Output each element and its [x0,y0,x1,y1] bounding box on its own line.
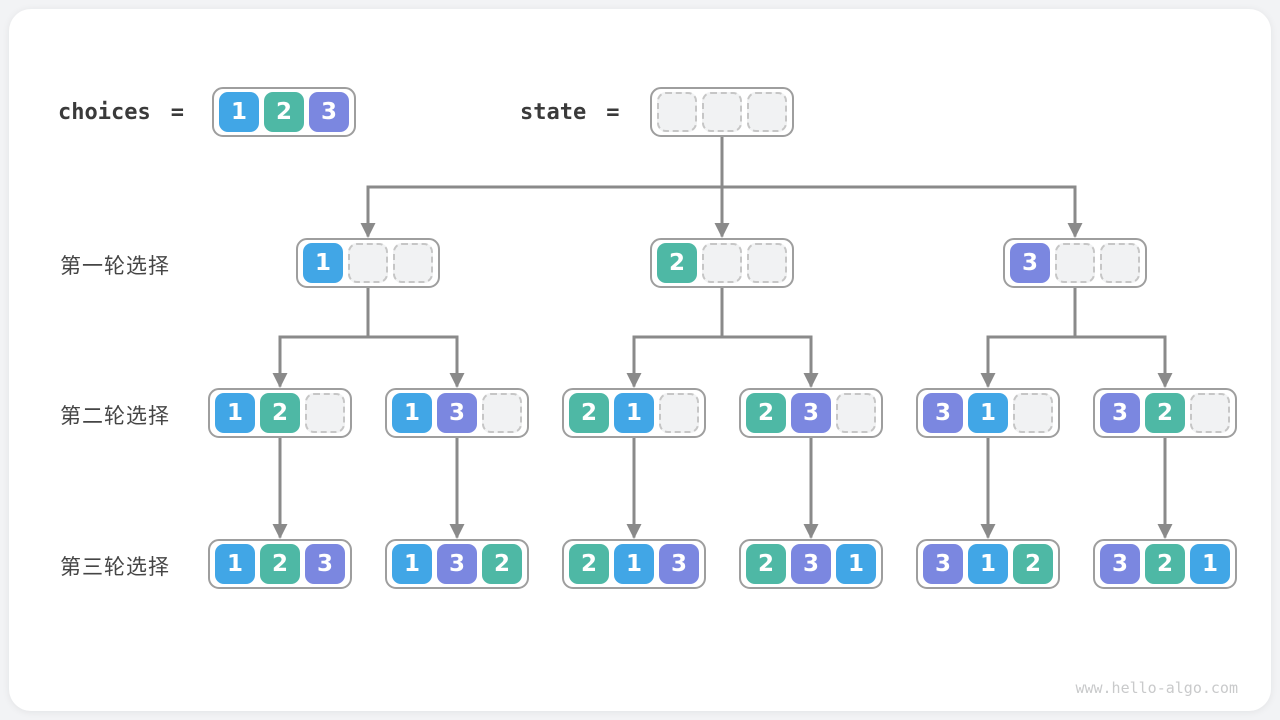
round-1-label: 第一轮选择 [60,255,170,278]
state-cell: 1 [303,243,343,283]
state-cell: 2 [657,243,697,283]
state-cell [348,243,388,283]
equals-sign: = [606,99,620,125]
choices-cell: 3 [309,92,349,132]
watermark: www.hello-algo.com [1075,679,1238,697]
state-node-321: 3 2 1 [1093,539,1237,589]
state-cell: 1 [215,393,255,433]
state-cell [747,243,787,283]
state-cell [393,243,433,283]
state-cell: 2 [260,393,300,433]
state-cell: 2 [1145,544,1185,584]
state-cell: 1 [968,544,1008,584]
state-cell [747,92,787,132]
state-node-32: 3 2 [1093,388,1237,438]
state-cell: 1 [968,393,1008,433]
state-cell: 3 [437,393,477,433]
state-node-3: 3 [1003,238,1147,288]
equals-sign: = [170,99,184,125]
state-node-1: 1 [296,238,440,288]
state-cell: 3 [437,544,477,584]
state-cell: 2 [569,544,609,584]
state-cell: 2 [1013,544,1053,584]
state-cell: 2 [569,393,609,433]
diagram-card [9,9,1271,711]
state-cell [836,393,876,433]
state-cell: 1 [215,544,255,584]
round-2-label: 第二轮选择 [60,405,170,428]
state-cell: 2 [746,393,786,433]
choices-label: choices [58,99,151,125]
state-cell: 2 [482,544,522,584]
choices-cell: 2 [264,92,304,132]
round-3-label: 第三轮选择 [60,556,170,579]
state-cell [1013,393,1053,433]
state-cell: 3 [923,393,963,433]
state-cell [659,393,699,433]
state-node-123: 1 2 3 [208,539,352,589]
state-cell: 1 [836,544,876,584]
state-box-root [650,87,794,137]
state-cell: 1 [392,393,432,433]
state-cell: 3 [305,544,345,584]
state-node-21: 2 1 [562,388,706,438]
state-cell: 3 [791,393,831,433]
state-cell [305,393,345,433]
state-cell [1055,243,1095,283]
state-cell [702,92,742,132]
state-cell: 3 [1100,544,1140,584]
state-cell: 1 [614,544,654,584]
state-node-12: 1 2 [208,388,352,438]
state-cell: 3 [659,544,699,584]
state-cell [657,92,697,132]
choices-cell: 1 [219,92,259,132]
state-node-23: 2 3 [739,388,883,438]
state-cell: 2 [260,544,300,584]
state-label: state [520,99,587,125]
state-cell: 1 [614,393,654,433]
state-node-13: 1 3 [385,388,529,438]
state-cell [1100,243,1140,283]
state-cell: 2 [746,544,786,584]
choices-box: 1 2 3 [212,87,356,137]
state-node-132: 1 3 2 [385,539,529,589]
state-cell [482,393,522,433]
state-label-group: state = [520,87,619,137]
state-cell: 3 [791,544,831,584]
state-cell: 2 [1145,393,1185,433]
state-node-31: 3 1 [916,388,1060,438]
state-node-213: 2 1 3 [562,539,706,589]
state-cell: 3 [923,544,963,584]
state-cell [1190,393,1230,433]
state-cell: 1 [1190,544,1230,584]
choices-label-group: choices = [58,87,184,137]
state-cell: 3 [1100,393,1140,433]
state-cell: 1 [392,544,432,584]
state-node-312: 3 1 2 [916,539,1060,589]
state-cell [702,243,742,283]
state-node-231: 2 3 1 [739,539,883,589]
state-node-2: 2 [650,238,794,288]
state-cell: 3 [1010,243,1050,283]
